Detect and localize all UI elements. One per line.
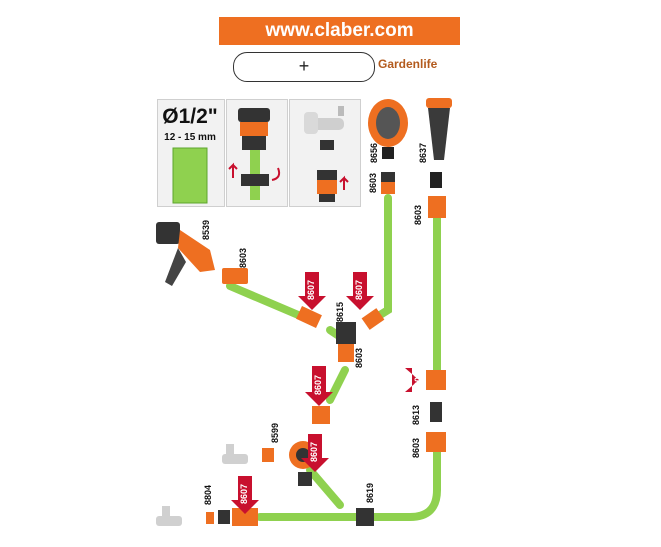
part-code: 8804 xyxy=(203,484,213,505)
part-code: 8615 xyxy=(335,301,345,322)
arrow-label: 8607 xyxy=(413,371,423,392)
arrow-label: 8607 xyxy=(239,483,249,504)
tap-icon xyxy=(304,106,349,202)
hose-sample xyxy=(173,148,207,203)
faded-tap-icons xyxy=(156,444,248,526)
part-code: 8599 xyxy=(270,422,280,443)
arrow-label: 8607 xyxy=(313,374,323,395)
part-code: 8603 xyxy=(238,247,248,268)
arrow-label: 8607 xyxy=(354,279,364,300)
arrow-8607 xyxy=(301,434,329,472)
arrow-8607 xyxy=(305,366,333,406)
red-arrows xyxy=(231,272,426,514)
arrow-8607 xyxy=(231,476,259,514)
part-code: 8619 xyxy=(365,482,375,503)
arrow-label: 8607 xyxy=(309,441,319,462)
website-banner[interactable]: www.claber.com xyxy=(219,17,460,45)
sprinkler-head-icon xyxy=(368,99,408,194)
arrow-label: 8607 xyxy=(306,279,316,300)
arrow-8607 xyxy=(346,272,374,310)
range-label: 12 - 15 mm xyxy=(164,132,216,143)
part-code: 8613 xyxy=(411,404,421,425)
part-code: 8539 xyxy=(201,219,211,240)
arrow-8607 xyxy=(405,368,426,392)
hose-fittings xyxy=(206,196,446,526)
arrow-8607 xyxy=(298,272,326,310)
spray-nozzle-icon xyxy=(426,98,452,188)
hose-lines xyxy=(226,194,441,521)
quick-connector-illustration xyxy=(228,108,281,200)
part-code: 8603 xyxy=(368,172,378,193)
part-code: 8603 xyxy=(411,437,421,458)
plus-symbol: + xyxy=(298,56,310,76)
hanger-hole: + xyxy=(233,52,375,82)
part-code: 8656 xyxy=(369,142,379,163)
brand-logo: Gardenlife xyxy=(378,57,438,71)
part-code: 8637 xyxy=(418,142,428,163)
diameter-label: Ø1/2" xyxy=(162,105,218,128)
spray-pistol-icon xyxy=(156,222,248,286)
part-code: 8603 xyxy=(354,347,364,368)
part-code: 8603 xyxy=(413,204,423,225)
